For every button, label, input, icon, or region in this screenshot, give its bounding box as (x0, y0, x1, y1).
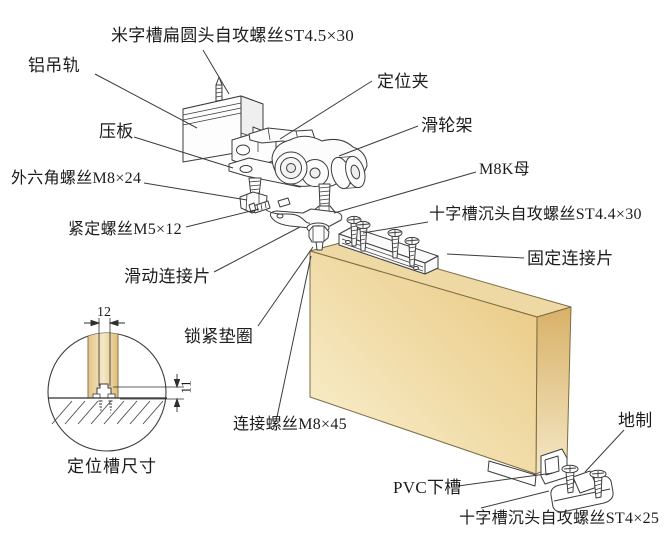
label-rail: 铝吊轨 (28, 56, 80, 75)
fixed-connection-plate (338, 215, 439, 275)
floor-guide (550, 464, 614, 513)
wheel-front (274, 151, 308, 185)
ground-hatching (51, 400, 164, 425)
label-roller-frame: 滑轮架 (421, 116, 473, 135)
sliding-connection-plate (269, 208, 343, 229)
cross-screw-4 (404, 236, 420, 267)
label-m8k-nut: M8K母 (479, 161, 530, 178)
label-top-screw: 米字槽扁圆头自攻螺丝ST4.5×30 (111, 26, 355, 45)
label-set-screw: 紧定螺丝M5×12 (68, 221, 182, 238)
leader-connect-bolt (276, 255, 312, 418)
door-side-face (535, 306, 572, 475)
label-pvc-channel: PVC下槽 (393, 478, 462, 497)
leader-lines (94, 49, 625, 509)
leader-top-screw (202, 49, 230, 95)
lock-nut (308, 225, 330, 243)
floor-screw-left (561, 464, 579, 494)
label-fixed-plate: 固定连接片 (527, 249, 614, 268)
leader-positioning-clip (279, 80, 373, 140)
leader-m8k-nut (333, 171, 477, 214)
label-sliding-plate: 滑动连接片 (124, 267, 211, 286)
label-positioning-clip: 定位夹 (377, 72, 429, 91)
label-clamp-plate: 压板 (99, 122, 134, 141)
leader-cross-screw-bottom (480, 490, 550, 509)
cross-screw-1 (346, 215, 362, 247)
leader-rail (94, 73, 198, 129)
leader-set-screw (185, 208, 260, 228)
door-panel (309, 241, 572, 475)
label-hex-bolt: 外六角螺丝M8×24 (11, 170, 142, 187)
roller-carriage (248, 135, 368, 251)
leader-roller-frame (338, 125, 419, 157)
set-screw-m5x12 (248, 197, 311, 224)
leader-cross-screw-top (362, 221, 429, 234)
label-floor-guide: 地制 (618, 411, 653, 430)
hanging-bolt (318, 183, 331, 208)
dim-groove-depth (113, 374, 184, 412)
leader-sliding-plate (213, 226, 301, 273)
label-detail-caption: 定位槽尺寸 (67, 457, 157, 476)
leader-fixed-plate (446, 253, 525, 259)
dim-text-12: 12 (97, 305, 111, 320)
dim-text-11: 11 (179, 380, 195, 394)
detail-circle (47, 318, 184, 452)
label-connect-bolt: 连接螺丝M8×45 (233, 416, 347, 433)
leader-floor-guide (584, 429, 625, 473)
floor-screw-right (589, 469, 607, 499)
leader-lock-washer (257, 246, 314, 327)
label-lock-washer: 锁紧垫圈 (184, 327, 254, 346)
label-cross-screw-bottom: 十字槽沉头自攻螺丝ST4×25 (459, 510, 660, 527)
dim-groove-width (84, 318, 125, 386)
label-cross-screw-top: 十字槽沉头自攻螺丝ST4.4×30 (429, 206, 642, 223)
leader-pvc-channel (457, 472, 554, 487)
rail-assembly (182, 76, 316, 214)
leader-hex-bolt (143, 182, 248, 201)
cross-screw-3 (387, 228, 403, 259)
wheel-right-pair (330, 155, 366, 190)
leader-clamp-plate (133, 136, 234, 169)
door-front-face (309, 250, 538, 475)
detail-screws (98, 397, 113, 414)
